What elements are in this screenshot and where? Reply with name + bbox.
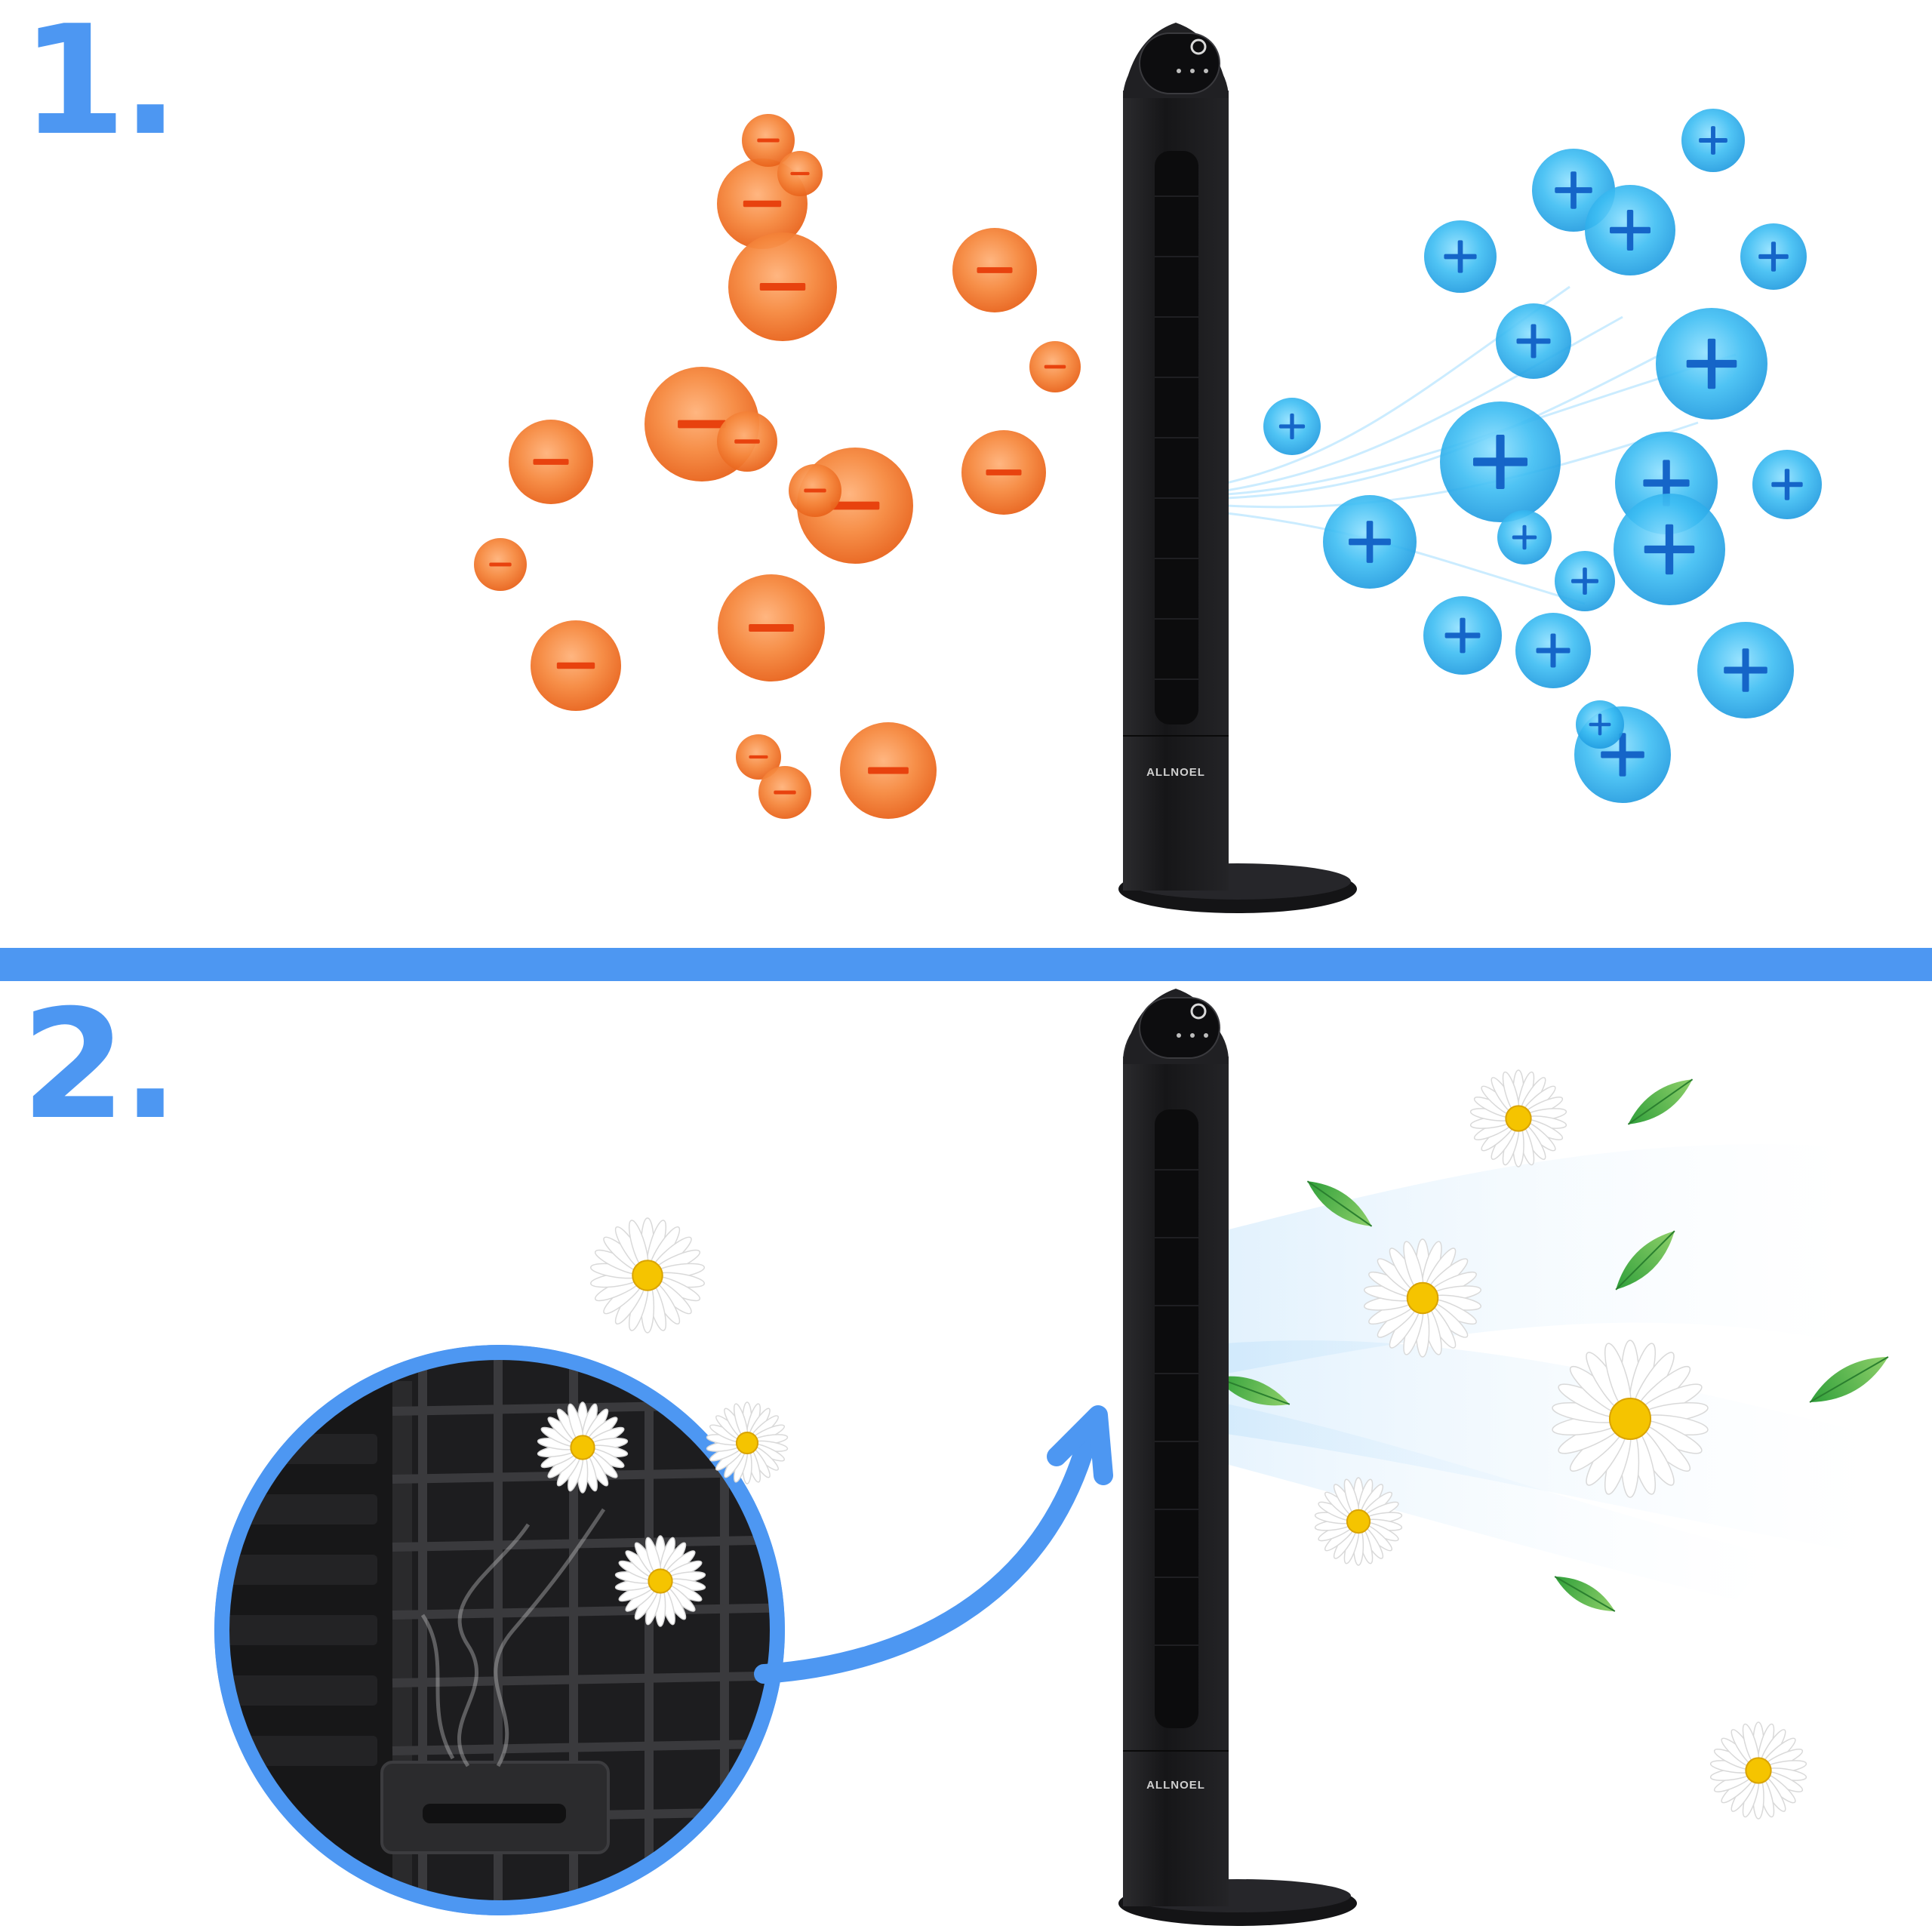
aroma-box-closeup	[214, 1345, 785, 1915]
negative-ion-icon	[758, 766, 811, 819]
tower-fan: ALLNOEL	[1118, 23, 1357, 913]
tower-fan-2: ALLNOEL	[1118, 989, 1357, 1926]
daisy-icon	[1364, 1238, 1481, 1358]
negative-ion-icon	[717, 411, 777, 472]
daisies	[537, 1069, 1807, 1820]
negative-ions	[474, 114, 1081, 819]
daisy-icon	[1552, 1340, 1709, 1498]
negative-ion-icon	[474, 538, 527, 591]
leaf-icon	[1554, 1576, 1616, 1612]
daisy-icon	[614, 1535, 706, 1627]
negative-ion-icon	[718, 574, 825, 681]
leaf-icon	[1627, 1078, 1694, 1125]
positive-ion-icon	[1440, 401, 1561, 522]
positive-ion-icon	[1497, 510, 1552, 565]
negative-ion-icon	[742, 114, 795, 167]
panel-aroma: 2.	[0, 981, 1932, 1932]
negative-ion-icon	[736, 734, 781, 780]
arrow-icon	[754, 1405, 1113, 1684]
positive-ions	[1263, 109, 1822, 803]
airflow-breeze	[1226, 1144, 1872, 1600]
aroma-steam	[420, 1508, 606, 1767]
section-divider	[0, 948, 1932, 981]
daisy-icon	[590, 1217, 705, 1334]
positive-ion-icon	[1515, 613, 1591, 688]
fan-grille	[1155, 1109, 1198, 1728]
positive-ion-icon	[1740, 223, 1807, 290]
brand-label-2: ALLNOEL	[1146, 1779, 1205, 1792]
positive-ion-icon	[1614, 494, 1725, 605]
positive-ion-icon	[1323, 495, 1417, 589]
positive-ion-icon	[1555, 551, 1615, 611]
negative-ion-icon	[1029, 341, 1081, 392]
ionizer-illustration: ALLNOEL	[474, 23, 1822, 913]
negative-ion-icon	[531, 620, 621, 711]
negative-ion-icon	[961, 430, 1046, 515]
positive-ion-icon	[1697, 622, 1794, 718]
positive-ion-icon	[1423, 596, 1502, 675]
positive-ion-icon	[1681, 109, 1745, 172]
positive-ion-icon	[1752, 450, 1822, 519]
negative-ion-icon	[952, 228, 1037, 312]
aroma-box-icon	[380, 1761, 610, 1854]
daisy-icon	[537, 1401, 629, 1494]
leaf-icon	[1615, 1230, 1675, 1291]
negative-ion-icon	[789, 464, 841, 517]
negative-ion-icon	[840, 722, 937, 819]
positive-ion-icon	[1263, 398, 1321, 455]
negative-ion-icon	[777, 151, 823, 196]
step-number-2: 2.	[21, 981, 179, 1153]
daisy-icon	[1709, 1721, 1807, 1820]
leaf-icon	[1306, 1180, 1373, 1227]
brand-label: ALLNOEL	[1146, 766, 1205, 779]
daisy-icon	[706, 1401, 789, 1484]
positive-ion-icon	[1585, 185, 1675, 275]
power-icon	[1190, 38, 1207, 55]
leaf-icon	[1809, 1356, 1889, 1403]
negative-ion-icon	[509, 420, 593, 504]
control-panel	[1139, 32, 1220, 94]
panel-ionizer: 1.	[0, 0, 1932, 948]
positive-ion-icon	[1424, 220, 1497, 293]
positive-ion-icon	[1656, 308, 1767, 420]
positive-ion-icon	[1496, 303, 1571, 379]
positive-ion-icon	[1576, 700, 1624, 749]
control-panel	[1139, 997, 1220, 1059]
daisy-icon	[1469, 1069, 1567, 1168]
aroma-illustration: ALLNOEL	[214, 989, 1889, 1926]
leaves	[1215, 1078, 1889, 1612]
daisy-icon	[1314, 1477, 1403, 1566]
negative-ion-icon	[728, 232, 837, 341]
step-number-1: 1.	[21, 0, 179, 169]
power-icon	[1190, 1003, 1207, 1020]
